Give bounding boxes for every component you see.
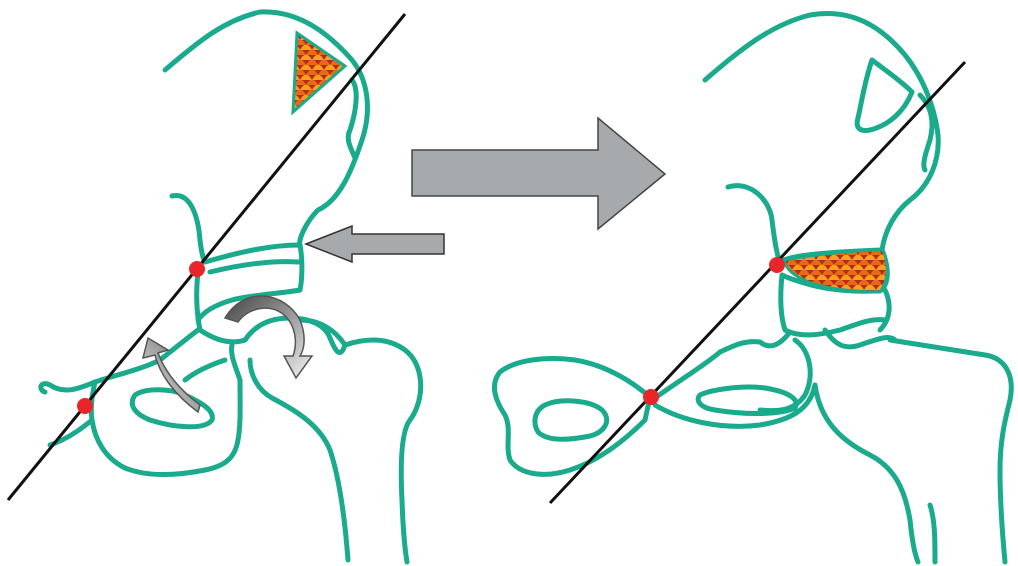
curved-arrow-down-icon xyxy=(225,296,312,378)
landmark-point-lower-after xyxy=(643,389,659,405)
bone-graft-wedge xyxy=(784,250,887,292)
left-arrow-icon xyxy=(306,226,444,262)
after-panel xyxy=(495,13,1012,562)
before-panel xyxy=(8,12,444,562)
landmark-point-upper-before xyxy=(189,261,205,277)
pelvis-outline-before xyxy=(41,12,421,562)
landmark-point-upper-after xyxy=(769,257,785,273)
reference-axis-after xyxy=(550,62,965,503)
landmark-point-lower-before xyxy=(77,398,93,414)
right-arrow-icon xyxy=(412,118,665,229)
